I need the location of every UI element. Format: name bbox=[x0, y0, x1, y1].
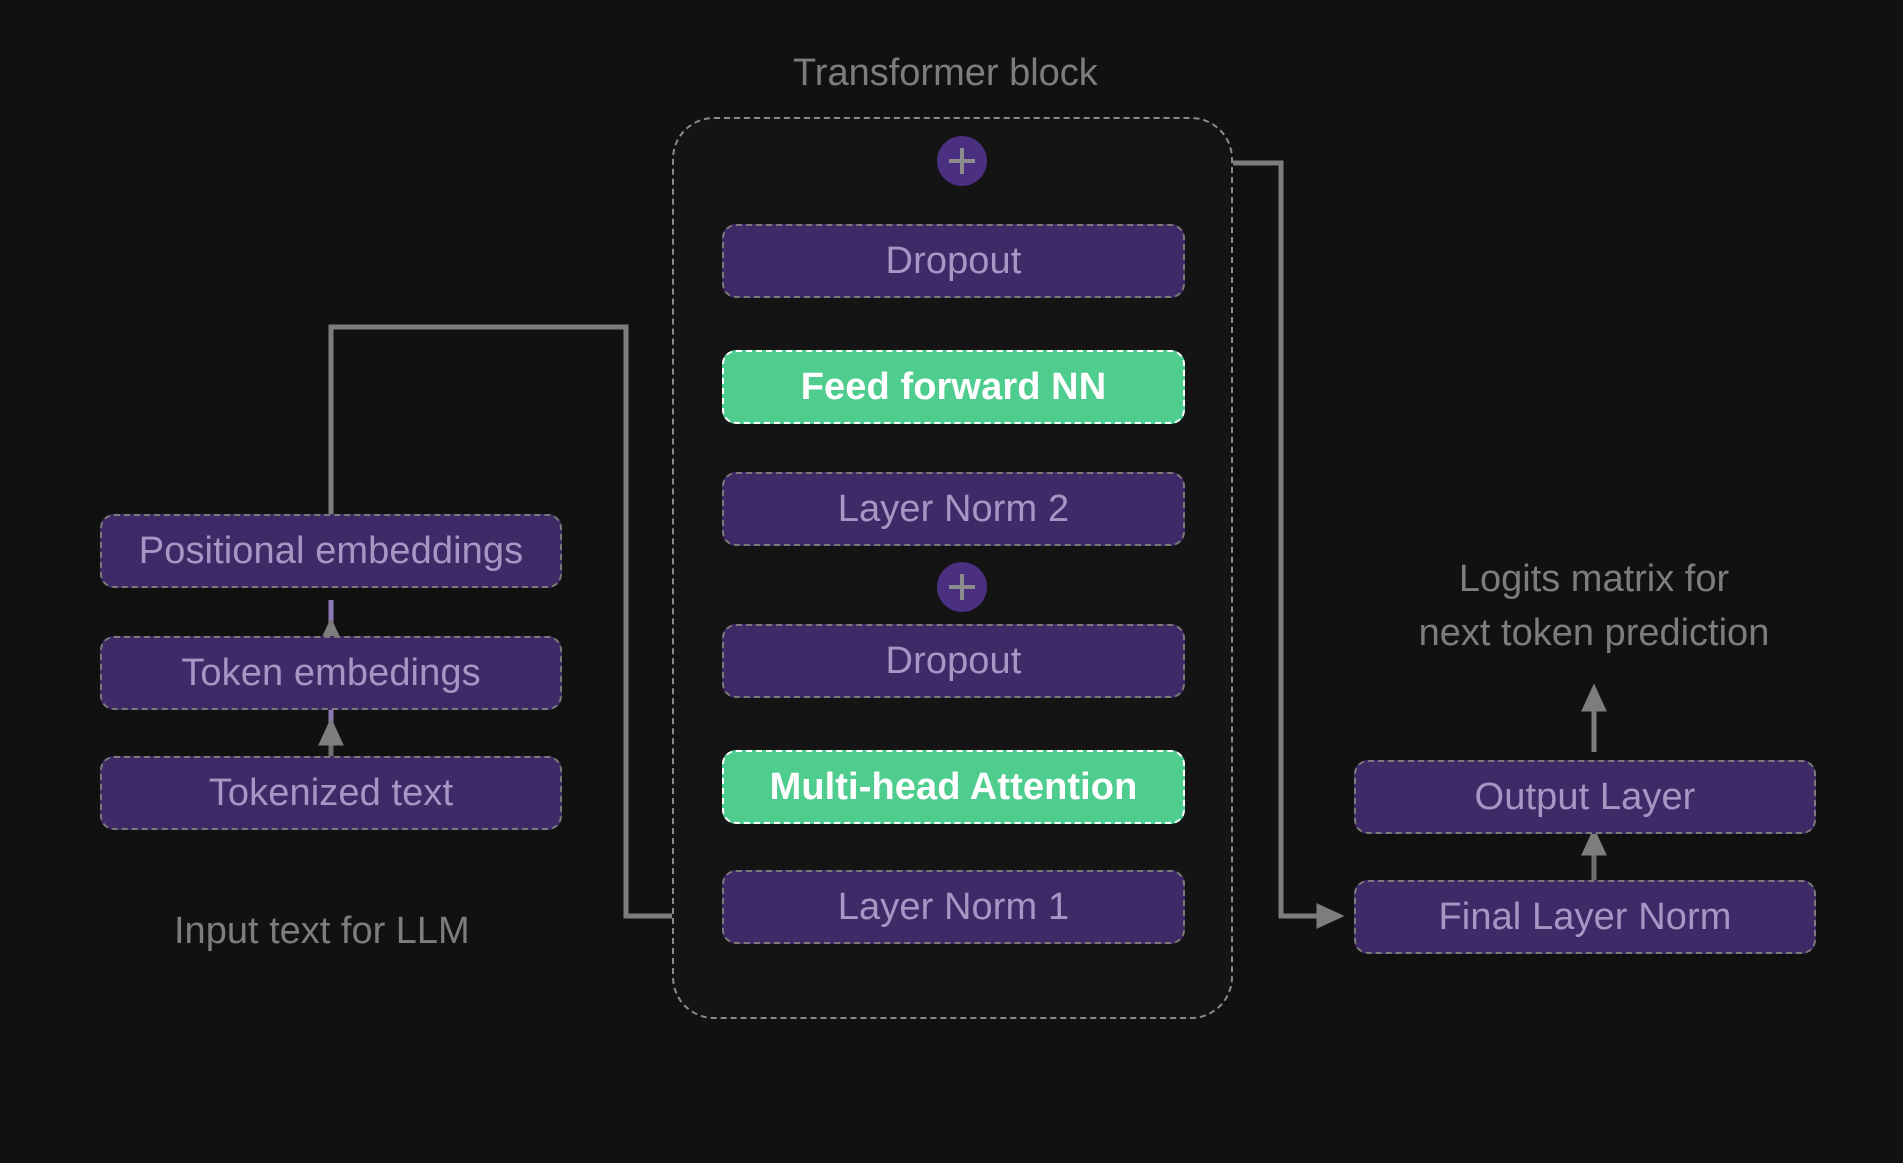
node-tokenized-text[interactable]: Tokenized text bbox=[100, 756, 562, 830]
node-positional-embeddings[interactable]: Positional embeddings bbox=[100, 514, 562, 588]
node-feed-forward-nn[interactable]: Feed forward NN bbox=[722, 350, 1185, 424]
transformer-block-title: Transformer block bbox=[793, 52, 1098, 94]
node-output-layer[interactable]: Output Layer bbox=[1354, 760, 1816, 834]
input-text-caption: Input text for LLM bbox=[174, 910, 470, 952]
node-multi-head-attention[interactable]: Multi-head Attention bbox=[722, 750, 1185, 824]
residual-add-top-node[interactable] bbox=[937, 136, 987, 186]
node-final-layer-norm[interactable]: Final Layer Norm bbox=[1354, 880, 1816, 954]
plus-icon bbox=[949, 574, 975, 600]
logits-caption-line-2: next token prediction bbox=[1418, 612, 1770, 654]
node-dropout-1[interactable]: Dropout bbox=[722, 624, 1185, 698]
node-token-embeddings[interactable]: Token embedings bbox=[100, 636, 562, 710]
node-layer-norm-2[interactable]: Layer Norm 2 bbox=[722, 472, 1185, 546]
node-dropout-2[interactable]: Dropout bbox=[722, 224, 1185, 298]
node-layer-norm-1[interactable]: Layer Norm 1 bbox=[722, 870, 1185, 944]
logits-caption-line-1: Logits matrix for bbox=[1458, 558, 1730, 600]
plus-icon bbox=[949, 148, 975, 174]
residual-add-mid-node[interactable] bbox=[937, 562, 987, 612]
